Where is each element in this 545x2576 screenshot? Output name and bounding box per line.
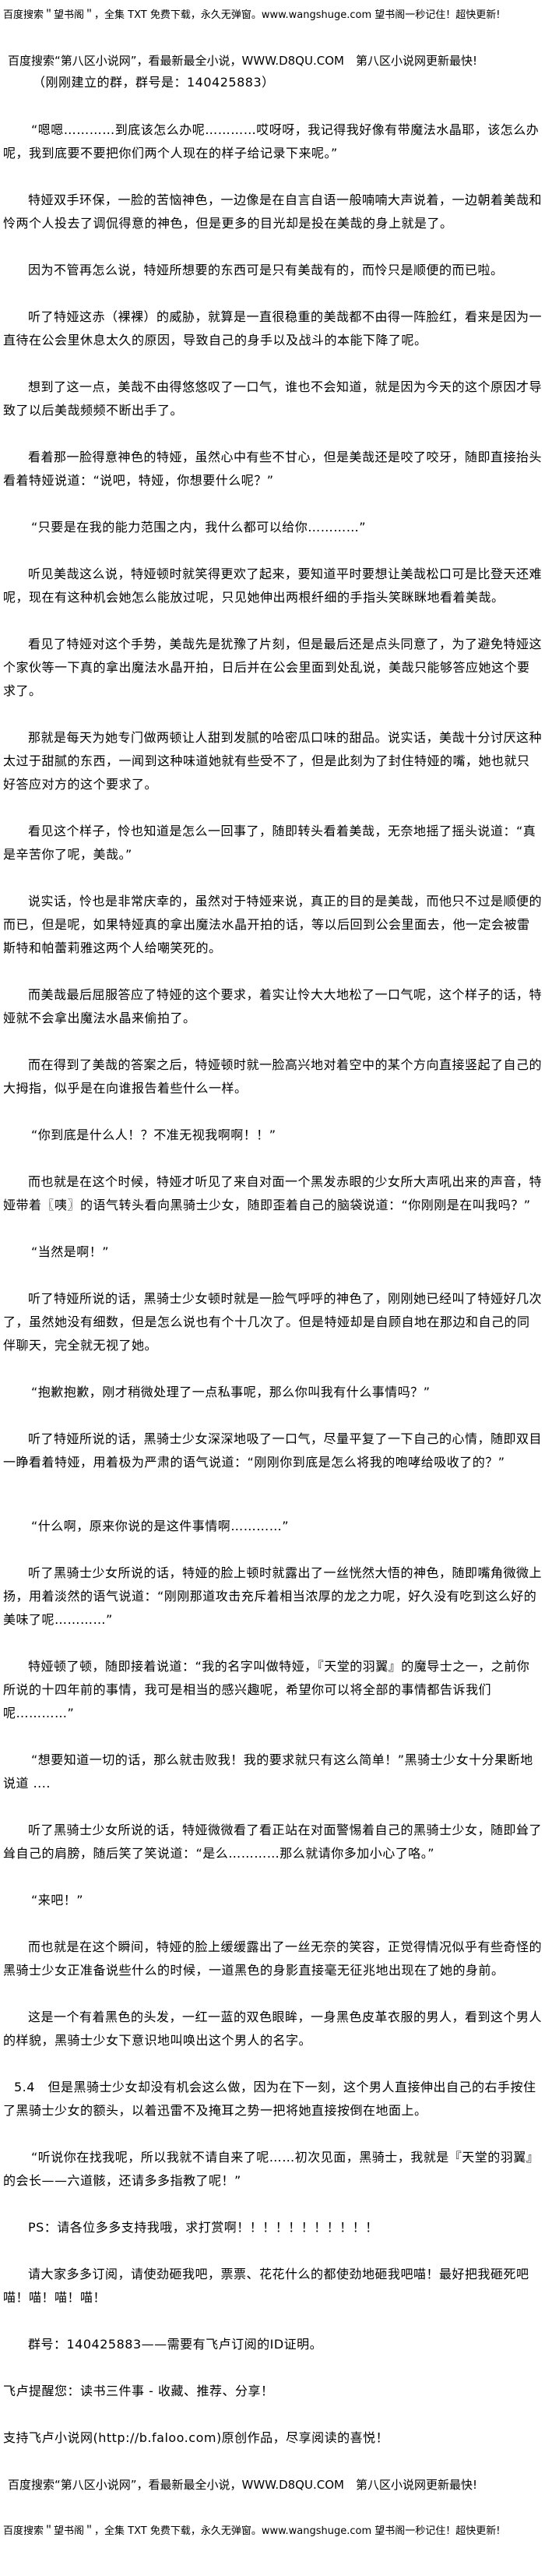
paragraph: 而美哉最后屈服答应了特娅的这个要求，着实让怜大大地松了一口气呢，这个样子的话，特… bbox=[3, 987, 543, 1025]
paragraph: “抱歉抱歉，刚才稍微处理了一点私事呢，那么你叫我有什么事情吗？” bbox=[31, 1385, 431, 1399]
footer-support-link[interactable]: 支持飞卢小说网(http://b.faloo.com)原创作品，尽享阅读的喜悦！ bbox=[3, 2430, 389, 2445]
author-note: PS：请各位多多支持我哦，求打赏啊！！！！！！！！！！！ bbox=[28, 2220, 378, 2235]
author-note: 请大家多多订阅，请使劲砸我吧，票票、花花什么的都使劲地砸我吧喵！最好把我砸死吧喵… bbox=[3, 2267, 529, 2305]
paragraph: “听说你在找我呢，所以我就不请自来了呢……初次见面，黑骑士，我就是『天堂的羽翼』… bbox=[3, 2150, 540, 2188]
paragraph: 听了黑骑士少女所说的话，特娅的脸上顿时就露出了一丝恍然大悟的神色，随即嘴角微微上… bbox=[3, 1565, 543, 1627]
paragraph: 特娅双手环保，一脸的苦恼神色，一边像是在自言自语一般喃喃大声说着，一边朝着美哉和… bbox=[3, 192, 543, 231]
paragraph: “你到底是什么人！？不准无视我啊啊！！” bbox=[31, 1127, 276, 1142]
paragraph: 那就是每天为她专门做两顿让人甜到发腻的哈密瓜口味的甜品。说实话，美哉十分讨厌这种… bbox=[3, 730, 543, 792]
paragraph: “什么啊，原来你说的是这件事情啊…………” bbox=[31, 1519, 290, 1533]
paragraph: “当然是啊！” bbox=[31, 1244, 110, 1259]
site-ad: 百度搜索“第八区小说网”，看最新最全小说，WWW.D8QU.COM 第八区小说网… bbox=[8, 54, 477, 68]
paragraph: 看见这个样子，怜也知道是怎么一回事了，随即转头看着美哉，无奈地摇了摇头说道：“真… bbox=[3, 824, 536, 862]
paragraph: “想要知道一切的话，那么就击败我！我的要求就只有这么简单！”黑骑士少女十分果断地… bbox=[3, 1752, 533, 1791]
group-note: （刚刚建立的群，群号是：140425883） bbox=[33, 75, 275, 90]
paragraph: 因为不管再怎么说，特娅所想要的东西可是只有美哉有的，而怜只是顺便的而已啦。 bbox=[28, 263, 504, 277]
paragraph: 听见美哉这么说，特娅顿时就笑得更欢了起来，要知道平时要想让美哉松口可是比登天还难… bbox=[3, 566, 543, 605]
paragraph: “来吧！” bbox=[31, 1893, 84, 1907]
paragraph: 而也就是在这个瞬间，特娅的脸上缓缓露出了一丝无奈的笑容，正觉得情况似乎有些奇怪的… bbox=[3, 1939, 543, 1978]
paragraph: “只要是在我的能力范围之内，我什么都可以给你…………” bbox=[31, 520, 367, 535]
paragraph: 这是一个有着黑色的头发，一红一蓝的双色眼眸，一身黑色皮革衣服的男人，看到这个男人… bbox=[3, 2010, 543, 2048]
paragraph: 而在得到了美哉的答案之后，特娅顿时就一脸高兴地对着空中的某个方向直接竖起了自己的… bbox=[3, 1057, 543, 1096]
paragraph: 而也就是在这个时候，特娅才听见了来自对面一个黑发赤眼的少女所大声吼出来的声音，特… bbox=[3, 1174, 543, 1212]
group-number-note: 群号：140425883——需要有飞卢订阅的ID证明。 bbox=[28, 2337, 323, 2352]
footer-reminder: 飞卢提醒您：读书三件事 - 收藏、推荐、分享！ bbox=[3, 2384, 274, 2398]
paragraph: 看着那一脸得意神色的特娅，虽然心中有些不甘心，但是美哉还是咬了咬牙，随即直接抬头… bbox=[3, 450, 543, 488]
site-ad-bottom: 百度搜索“第八区小说网”，看最新最全小说，WWW.D8QU.COM 第八区小说网… bbox=[8, 2478, 477, 2492]
bottom-banner-ad: 百度搜索＂望书阁＂，全集 TXT 免费下载，永久无弹窗。www.wangshug… bbox=[3, 2525, 501, 2537]
paragraph: 听了黑骑士少女所说的话，特娅微微看了看正站在对面警惕着自己的黑骑士少女，随即耸了… bbox=[3, 1823, 543, 1861]
paragraph: 5.4 但是黑骑士少女却没有机会这么做，因为在下一刻，这个男人直接伸出自己的右手… bbox=[3, 2080, 536, 2118]
paragraph: “嗯嗯…………到底该怎么办呢…………哎呀呀，我记得我好像有带魔法水晶耶，该怎么办… bbox=[3, 122, 540, 161]
paragraph: 说实话，怜也是非常庆幸的，虽然对于特娅来说，真正的目的是美哉，而他只不过是顺便的… bbox=[3, 894, 543, 955]
top-banner-ad: 百度搜索＂望书阁＂，全集 TXT 免费下载，永久无弹窗。www.wangshug… bbox=[3, 9, 501, 21]
paragraph: 看见了特娅对这个手势，美哉先是犹豫了片刻，但是最后还是点头同意了，为了避免特娅这… bbox=[3, 637, 543, 698]
paragraph: 听了特娅所说的话，黑骑士少女深深地吸了一口气，尽量平复了一下自己的心情，随即双目… bbox=[3, 1431, 543, 1470]
paragraph: 特娅顿了顿，随即接着说道：“我的名字叫做特娅，『天堂的羽翼』的魔导士之一，之前你… bbox=[3, 1659, 530, 1720]
paragraph: 听了特娅这赤（裸裸）的威胁，就算是一直很稳重的美哉都不由得一阵脸红，看来是因为一… bbox=[3, 309, 543, 348]
paragraph: 听了特娅所说的话，黑骑士少女顿时就是一脸气呼呼的神色了，刚刚她已经叫了特娅好几次… bbox=[3, 1291, 543, 1353]
paragraph: 想到了这一点，美哉不由得悠悠叹了一口气，谁也不会知道，就是因为今天的这个原因才导… bbox=[3, 379, 543, 418]
